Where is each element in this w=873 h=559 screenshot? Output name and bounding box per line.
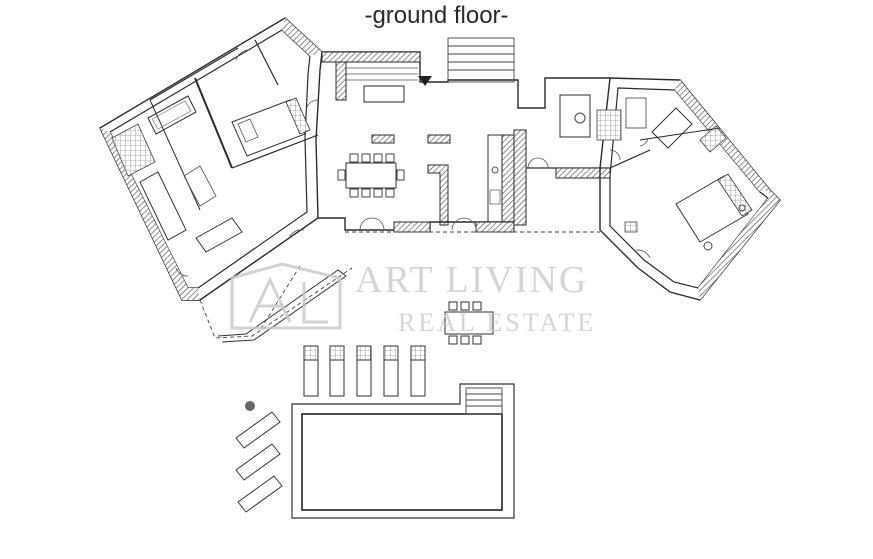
kitchen-counter [487, 134, 515, 226]
door-swing-icon [609, 137, 651, 259]
outdoor-dining-table-icon [444, 301, 494, 345]
watermark-brand: ART LIVING [355, 259, 589, 301]
bathtub-icon [147, 95, 197, 135]
right-bath-tiles [596, 109, 622, 141]
right-wing-outer-wall [599, 77, 781, 301]
terrace-wall [217, 269, 347, 343]
parasol-icon [245, 401, 255, 411]
staircase-icon [346, 67, 418, 81]
watermark-tagline: REAL ESTATE [398, 308, 597, 337]
right-wing-inner-wall [609, 87, 769, 289]
door-swing-icon [359, 157, 549, 231]
left-wing [99, 17, 323, 301]
bathtub-icon [651, 107, 693, 149]
right-wing [559, 77, 781, 301]
dining-table-icon [337, 153, 405, 198]
bed-icon [675, 173, 753, 251]
arrow-down-icon [418, 76, 432, 86]
pool-steps [465, 387, 503, 415]
door-swing-icon [175, 49, 319, 277]
sun-lounger-icon [303, 345, 426, 397]
central-top-wall [322, 51, 610, 109]
left-bath-tiles [111, 123, 156, 177]
drawing-title: -ground floor- [364, 2, 509, 29]
entrance-steps [447, 37, 515, 83]
swimming-pool [291, 383, 515, 519]
central-block [318, 37, 611, 233]
sofa-icon [139, 165, 243, 253]
sun-lounger-icon [235, 411, 283, 513]
bed-icon [231, 97, 311, 157]
art-living-logo [230, 262, 342, 330]
